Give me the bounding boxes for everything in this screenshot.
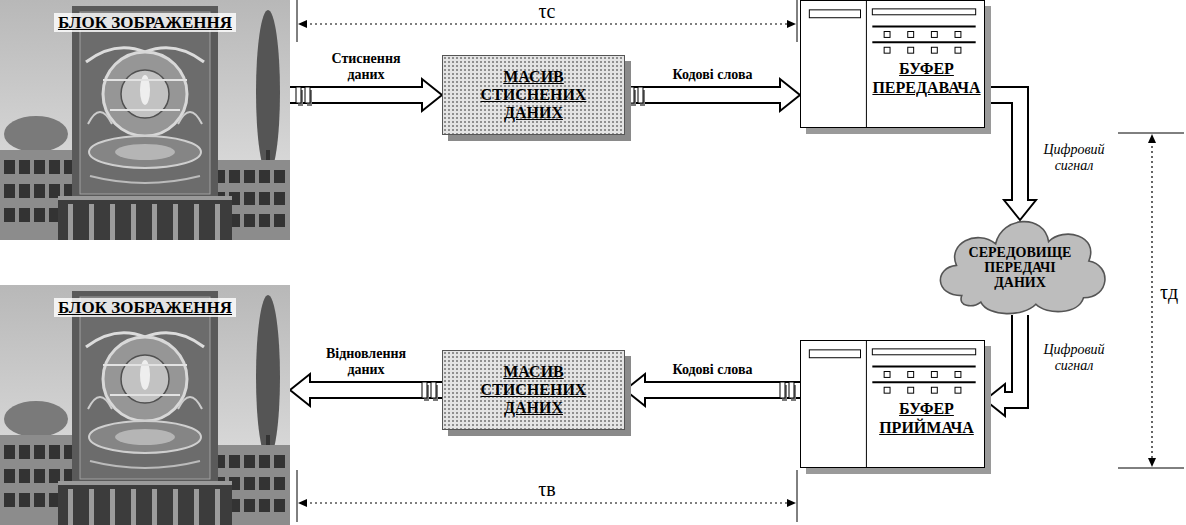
- block-title: БЛОК ЗОБРАЖЕННЯ: [54, 13, 236, 32]
- arrow-shaft-fill: [985, 95, 1020, 202]
- transmission-cloud: СЕРЕДОВИЩЕ ПЕРЕДАЧІ ДАНИХ: [930, 220, 1110, 315]
- arrow-head: [290, 374, 310, 406]
- buffer-form: [801, 341, 984, 467]
- arrow-shaft-fill: [290, 88, 424, 102]
- block-arrow: [625, 79, 800, 111]
- building-photo: [0, 285, 290, 525]
- box-label: БУФЕР ПЕРЕДАВАЧА: [871, 59, 982, 97]
- arrow-shaft-fill: [308, 383, 442, 397]
- buffer-box: БУФЕР ПЕРЕДАВАЧА: [800, 0, 985, 128]
- arrow-head: [1004, 200, 1036, 220]
- arrow-label: Цифровий сигнал: [1034, 142, 1114, 174]
- buffer-form: [801, 1, 984, 127]
- title-holder: БЛОК ЗОБРАЖЕННЯ: [0, 12, 290, 33]
- arrow-label: Стиснення даних: [314, 51, 418, 83]
- delay-label: τс: [537, 0, 558, 22]
- arrow-label: Відновлення даних: [314, 346, 418, 378]
- arrow-label: Кодові слова: [670, 67, 754, 83]
- building-photo: [0, 0, 290, 240]
- image-block: БЛОК ЗОБРАЖЕННЯ: [0, 285, 290, 525]
- arrow-shaft-fill: [625, 88, 782, 102]
- arrow-head: [780, 79, 800, 111]
- block-arrow: [625, 374, 800, 406]
- arrow-head: [985, 384, 1005, 416]
- title-holder: БЛОК ЗОБРАЖЕННЯ: [0, 297, 290, 318]
- dimension-ticks: [297, 0, 1184, 522]
- box-label: БУФЕР ПРИЙМАЧА: [871, 399, 982, 437]
- block-arrow: [985, 95, 1036, 220]
- box-label: МАСИВ СТИСНЕНИХ ДАНИХ: [469, 68, 599, 122]
- block-arrow: [290, 79, 442, 111]
- data-array-box: МАСИВ СТИСНЕНИХ ДАНИХ: [442, 55, 625, 135]
- data-array-box: МАСИВ СТИСНЕНИХ ДАНИХ: [442, 350, 625, 430]
- box-label: МАСИВ СТИСНЕНИХ ДАНИХ: [469, 363, 599, 417]
- arrow-head: [422, 79, 442, 111]
- dimension-arrowheads: [298, 20, 1156, 507]
- arrow-shaft-fill: [643, 383, 800, 397]
- image-block: БЛОК ЗОБРАЖЕННЯ: [0, 0, 290, 240]
- block-arrow: [985, 315, 1020, 416]
- delay-label: τв: [536, 478, 557, 500]
- arrow-head: [625, 374, 645, 406]
- box-label: СЕРЕДОВИЩЕ ПЕРЕДАЧІ ДАНИХ: [960, 245, 1080, 290]
- delay-label: τд: [1158, 281, 1180, 303]
- buffer-box: БУФЕР ПРИЙМАЧА: [800, 340, 985, 468]
- arrow-shaft-fill: [1003, 315, 1020, 400]
- arrow-label: Кодові слова: [670, 362, 754, 378]
- dimension-line: [305, 24, 1152, 503]
- arrow-label: Цифровий сигнал: [1034, 342, 1114, 374]
- block-title: БЛОК ЗОБРАЖЕННЯ: [54, 298, 236, 317]
- block-arrow: [290, 374, 442, 406]
